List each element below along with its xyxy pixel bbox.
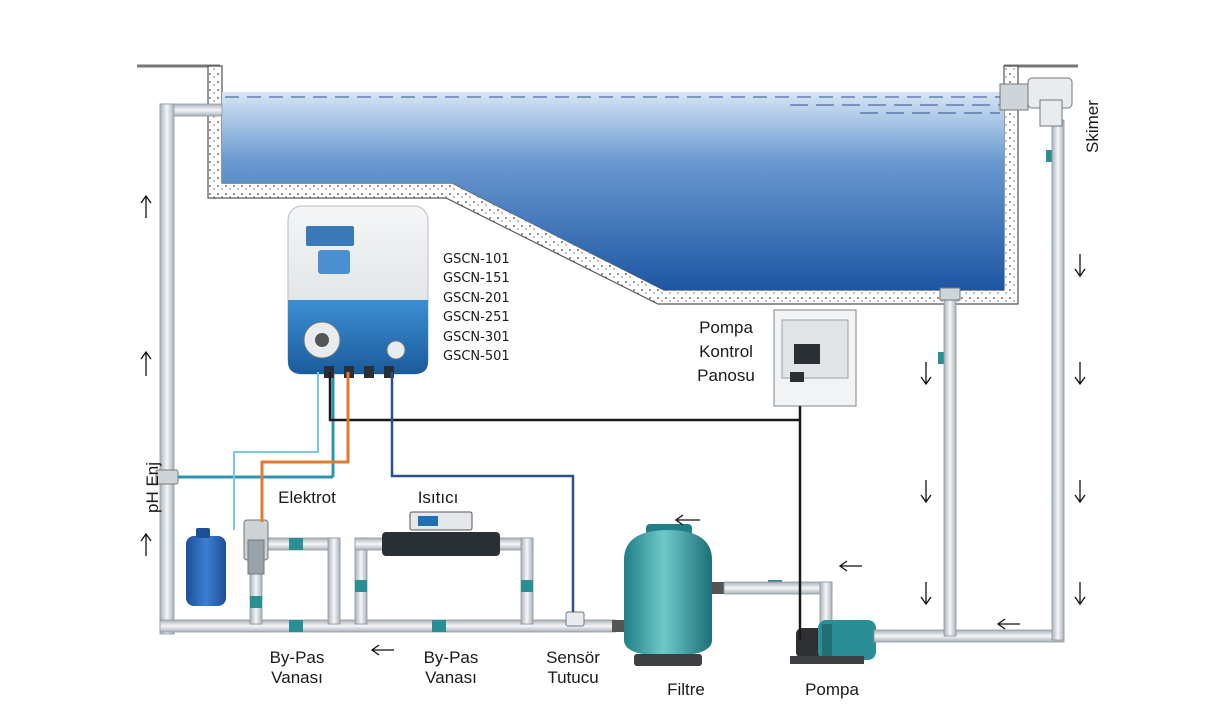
ph-chemical-tank (186, 536, 226, 606)
filter-to-pump-pipe (723, 581, 833, 595)
valve-heater-out (521, 580, 533, 592)
heater-display (418, 516, 438, 526)
return-pipe-vertical (159, 103, 175, 635)
heater-label: Isıtıcı (417, 488, 459, 507)
electrode-pipe-right (327, 537, 341, 625)
ph-tank-cap (196, 528, 210, 538)
sand-filter (612, 524, 724, 666)
electrode-sensor (247, 539, 265, 575)
valve-bypass-right (432, 620, 446, 632)
model-label: GSCN-301 (443, 329, 510, 345)
model-label: GSCN-201 (443, 290, 510, 306)
main-drain (939, 287, 961, 301)
model-label: GSCN-151 (443, 271, 510, 287)
chlorinator-display (306, 226, 354, 246)
skimmer-label: Skimer (1083, 100, 1102, 153)
electrode-label: Elektrot (278, 488, 336, 507)
bypass-valve-right-label: By-Pas Vanası (423, 648, 479, 687)
skimmer (999, 77, 1073, 127)
flow-arrows (140, 194, 1086, 656)
valve-bypass-left (289, 620, 303, 632)
skimmer-pipe (1051, 119, 1065, 641)
chlorinator-models: GSCN-101 GSCN-151 GSCN-201 GSCN-251 GSCN… (443, 250, 510, 366)
ph-injection-label: pH Enj (143, 461, 162, 513)
sensor-holder-label: Sensör Tutucu (546, 648, 600, 687)
cable-electrode (260, 372, 350, 522)
model-label: GSCN-101 (443, 252, 510, 267)
heater-body (382, 532, 500, 556)
main-drain-pipe (943, 295, 957, 637)
cable-electrode-2 (233, 372, 319, 530)
valve-electrode-top (289, 538, 303, 550)
valve-electrode-bottom (250, 596, 262, 608)
sensor-holder (565, 611, 585, 627)
bottom-main-pipe (159, 619, 616, 633)
salt-chlorinator (287, 205, 429, 378)
pool-water (222, 92, 1004, 290)
valve-heater-in (355, 580, 367, 592)
pump-control-panel (773, 309, 857, 407)
chlorinator-keypad (318, 250, 350, 274)
panel-label: Pompa Kontrol Panosu (697, 318, 755, 385)
pump (790, 620, 876, 664)
cable-sensor (390, 372, 575, 612)
cable-power (328, 372, 800, 422)
bypass-valve-left-label: By-Pas Vanası (269, 648, 325, 687)
suction-main-pipe (873, 629, 1065, 643)
chlorinator-knob (386, 340, 406, 360)
pump-label: Pompa (805, 680, 859, 699)
model-label: GSCN-251 (443, 310, 510, 326)
model-label: GSCN-501 (443, 349, 510, 365)
filter-label: Filtre (667, 680, 705, 699)
